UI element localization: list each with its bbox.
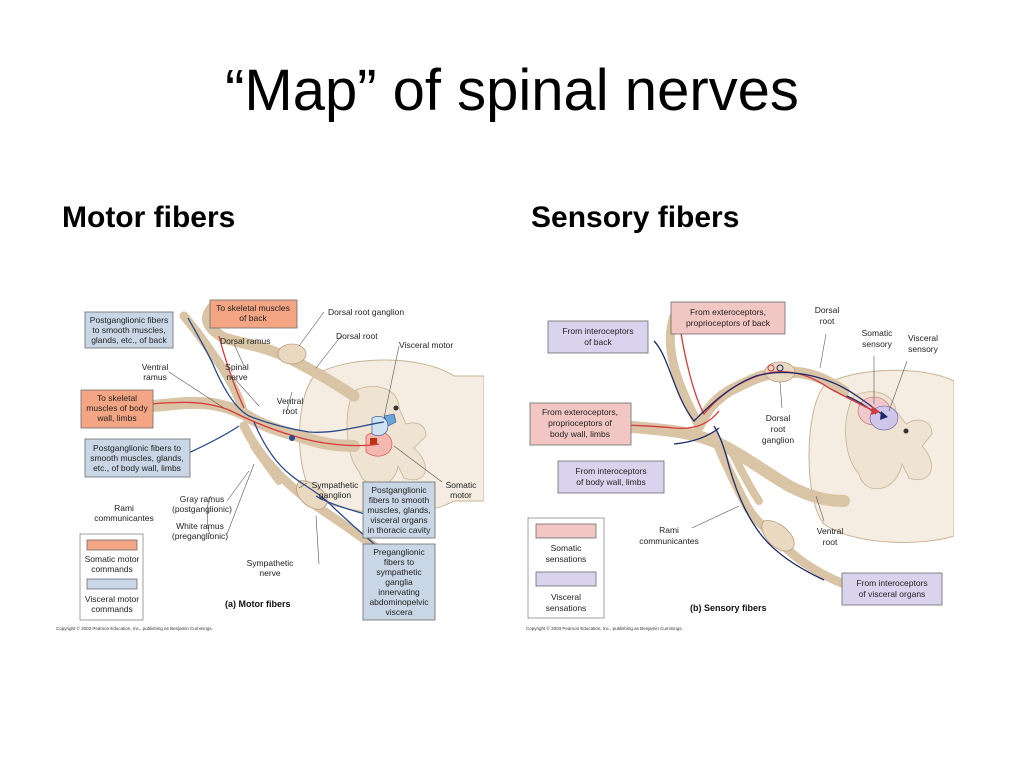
svg-text:From exteroceptors,propriocept: From exteroceptors,proprioceptors of bac… xyxy=(686,307,771,328)
slide-title: “Map” of spinal nerves xyxy=(225,58,799,123)
sensory-caption: (b) Sensory fibers xyxy=(690,603,767,613)
legend-visceral-swatch xyxy=(535,571,597,587)
nerve-trunks xyxy=(108,300,379,551)
motor-copyright: Copyright © 2003 Pearson Education, Inc.… xyxy=(56,625,213,631)
legend-somatic-swatch xyxy=(86,539,138,551)
motor-leader-lines xyxy=(168,311,443,565)
sensory-fiber-paths xyxy=(533,325,888,581)
sensory-fibers-heading: Sensory fibers xyxy=(531,201,740,234)
label-dorsal-root-ganglion: Dorsal root ganglion xyxy=(328,307,404,317)
spinal-cord xyxy=(299,359,484,514)
motor-fibers-heading: Motor fibers xyxy=(62,201,236,234)
sensory-copyright: Copyright © 2003 Pearson Education, Inc.… xyxy=(526,625,683,631)
sensory-leader-lines xyxy=(691,333,908,529)
legend-somatic-swatch xyxy=(535,523,597,539)
label-dorsal-ramus: Dorsal ramus xyxy=(220,336,271,346)
svg-text:From exteroceptors,propriocept: From exteroceptors,proprioceptors ofbody… xyxy=(542,407,618,439)
box-exteroceptors-back: From exteroceptors,proprioceptors of bac… xyxy=(670,301,786,335)
motor-caption: (a) Motor fibers xyxy=(225,599,291,609)
label-visceral-motor: Visceral motor xyxy=(399,340,453,350)
spinal-cord xyxy=(808,369,954,543)
legend-visceral-swatch xyxy=(86,578,138,590)
label-dorsal-root: Dorsal root xyxy=(336,331,378,341)
label-white-ramus: White ramus(preganglionic) xyxy=(172,521,228,541)
label-gray-ramus: Gray ramus(postganglionic) xyxy=(172,494,232,514)
